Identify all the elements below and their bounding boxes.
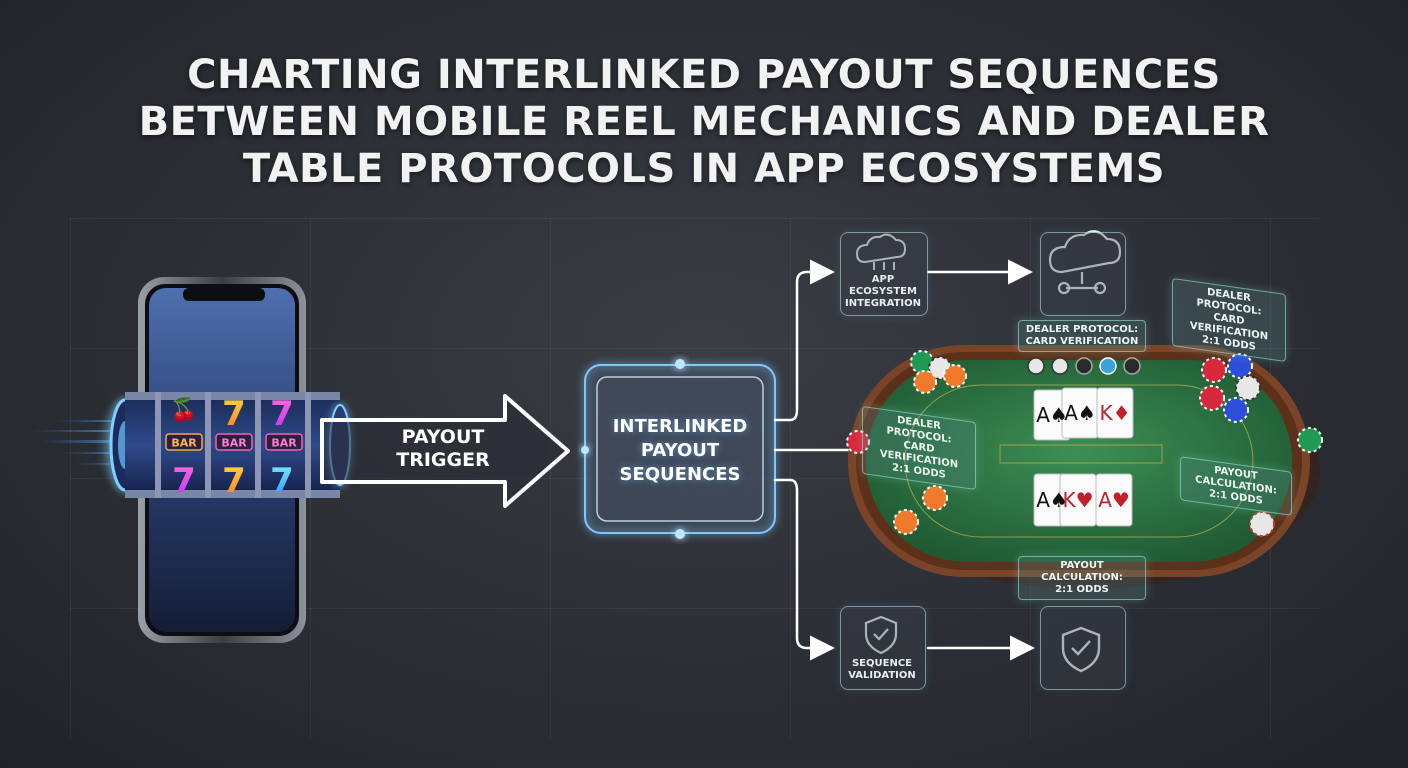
title-line-1: CHARTING INTERLINKED PAYOUT SEQUENCES — [187, 52, 1221, 98]
app-ecosystem-line-2: ECOSYSTEM — [849, 286, 917, 297]
seven-symbol-bottom-3: 7 — [270, 461, 294, 501]
card-top-3: K♦ — [1099, 401, 1130, 425]
payout-trigger-arrow — [320, 394, 570, 508]
seven-symbol-bottom-1: 7 — [172, 461, 196, 501]
holo-bottom-line-2: 2:1 ODDS — [1055, 584, 1109, 595]
phone-notch — [183, 288, 265, 301]
holo-label-top-center: DEALER PROTOCOL: CARD VERIFICATION — [1018, 320, 1146, 352]
bar-label-3: BAR — [271, 437, 297, 450]
shield-check-icon — [1061, 626, 1101, 673]
sequence-validation-line-1: SEQUENCE — [851, 658, 913, 669]
card-hand-top — [1033, 387, 1134, 441]
flow-connectors — [773, 259, 1035, 661]
holo-top-center-line-1: DEALER PROTOCOL: — [1025, 324, 1139, 335]
title-line-2: BETWEEN MOBILE REEL MECHANICS AND DEALER — [138, 99, 1270, 145]
holo-bottom-line-1: PAYOUT CALCULATION: — [1041, 560, 1123, 583]
hub-line-1: INTERLINKED — [612, 416, 748, 437]
poker-table — [848, 345, 1320, 589]
payout-trigger-label: PAYOUT TRIGGER — [378, 426, 508, 472]
card-bottom-3: A♥ — [1098, 488, 1130, 512]
page-title: CHARTING INTERLINKED PAYOUT SEQUENCES BE… — [0, 52, 1408, 193]
hub-label: INTERLINKED PAYOUT SEQUENCES — [600, 415, 760, 487]
cherry-symbol: 🍒 — [170, 397, 197, 423]
sequence-validation-node — [840, 606, 926, 690]
card-hand-bottom — [1033, 473, 1133, 527]
payout-trigger-line-2: TRIGGER — [396, 449, 490, 471]
sequence-validation-label: SEQUENCE VALIDATION — [840, 658, 924, 682]
hub-box — [581, 359, 776, 539]
card-top-1: A♠ — [1036, 403, 1068, 427]
hub-line-3: SEQUENCES — [619, 464, 741, 485]
app-ecosystem-line-1: APP — [871, 274, 895, 285]
payout-trigger-line-1: PAYOUT — [401, 426, 485, 448]
cloud-network-icon — [855, 233, 907, 270]
shield-check-icon — [864, 615, 898, 655]
holo-top-center-line-2: CARD VERIFICATION — [1025, 336, 1139, 347]
card-bottom-1: A♠ — [1036, 488, 1068, 512]
card-bottom-2: K♥ — [1062, 488, 1093, 512]
card-top-2: A♠ — [1064, 401, 1096, 425]
bar-label-1: BAR — [171, 437, 197, 450]
cloud-target-node — [1040, 232, 1126, 316]
bar-label-2: BAR — [221, 437, 247, 450]
sequence-validation-line-2: VALIDATION — [848, 670, 916, 681]
hub-line-2: PAYOUT — [640, 440, 720, 461]
seven-symbol-top-2: 7 — [270, 394, 294, 434]
chip-stacks — [846, 350, 1323, 537]
seven-symbol-top-1: 7 — [222, 394, 246, 434]
shield-target-node — [1040, 606, 1126, 690]
bar-symbols — [165, 433, 303, 451]
title-line-3: TABLE PROTOCOLS IN APP ECOSYSTEMS — [242, 146, 1166, 192]
seven-symbol-bottom-2: 7 — [222, 461, 246, 501]
app-ecosystem-line-3: INTEGRATION — [844, 298, 922, 309]
holo-label-bottom: PAYOUT CALCULATION: 2:1 ODDS — [1018, 556, 1146, 600]
app-ecosystem-label: APP ECOSYSTEM INTEGRATION — [840, 274, 926, 310]
cloud-network-icon — [1048, 230, 1122, 295]
app-ecosystem-node — [840, 232, 928, 316]
